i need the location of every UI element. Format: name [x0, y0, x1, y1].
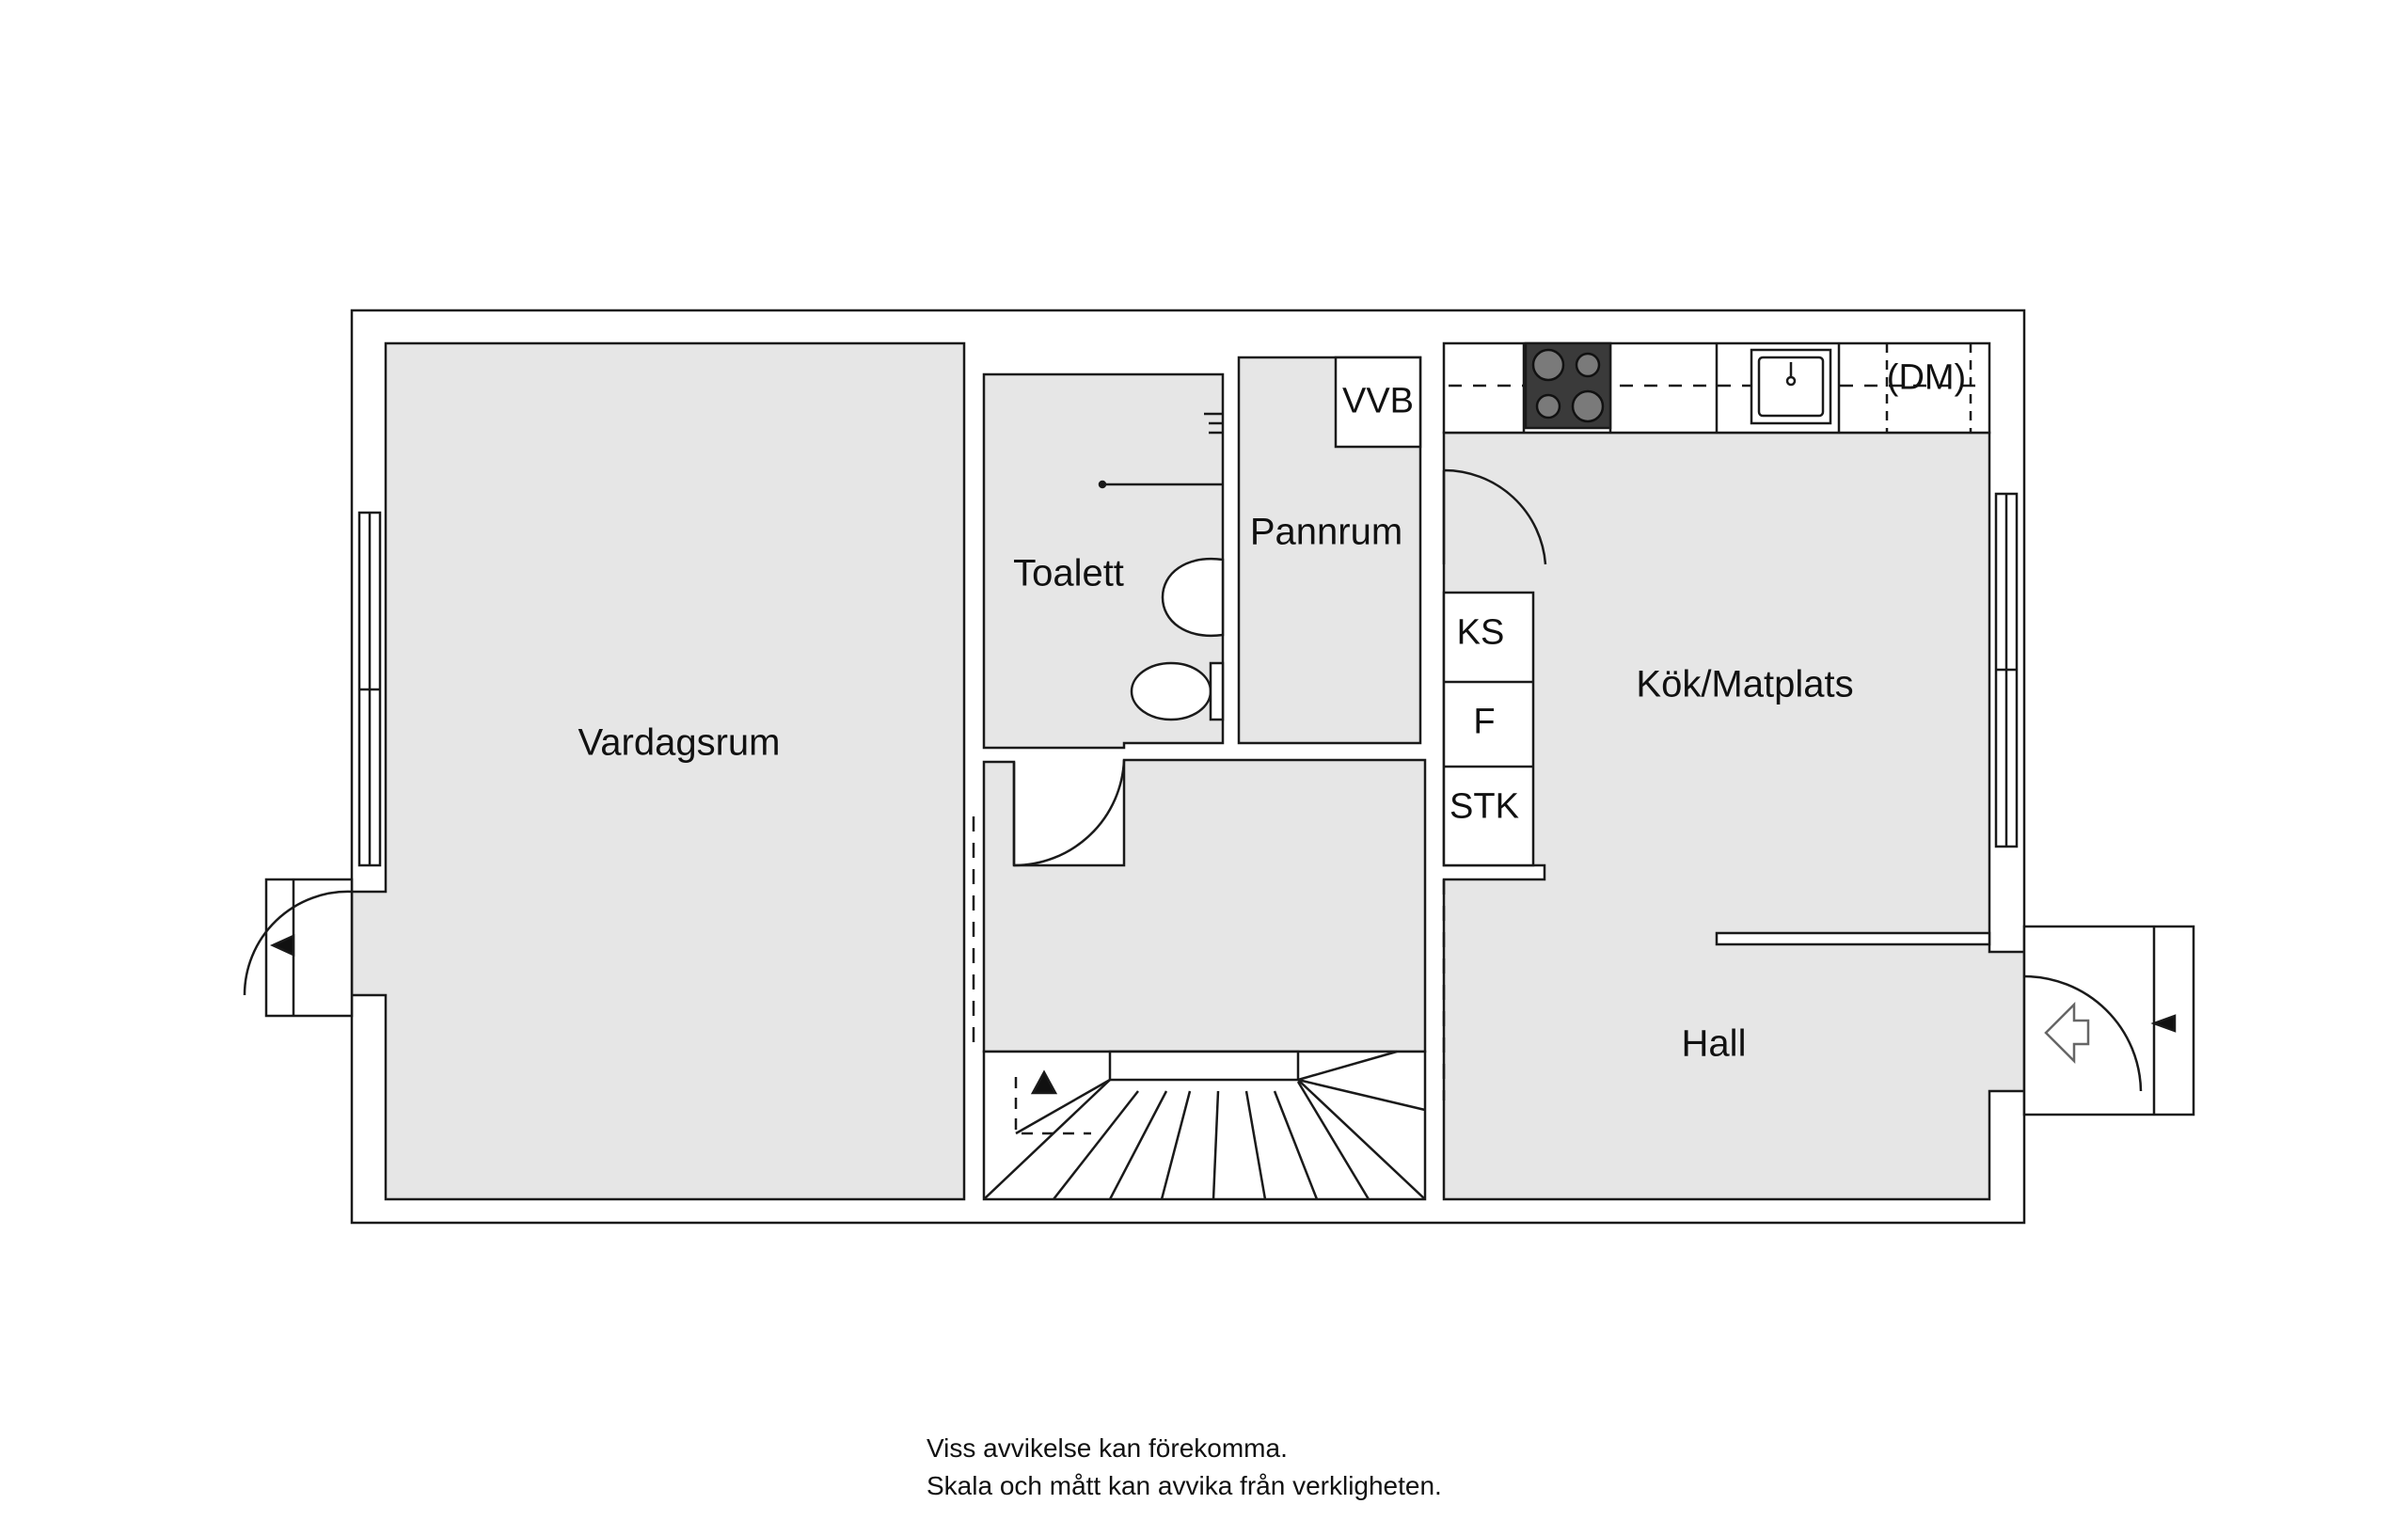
appliance-column [1442, 591, 1535, 867]
room-vardagsrum [350, 341, 966, 1201]
room-toalett [982, 372, 1225, 750]
room-label-kok: Kök/Matplats [1636, 663, 1854, 705]
room-label-vardagsrum: Vardagsrum [578, 721, 781, 764]
stair-arrow-icon [1030, 1069, 1058, 1095]
entrance-arrow-icon [2044, 1001, 2090, 1065]
water-heater [1334, 356, 1422, 449]
room-label-hall: Hall [1681, 1022, 1747, 1065]
fixture-label-f: F [1473, 702, 1496, 742]
door-arrow-right-icon [2150, 1014, 2177, 1033]
fixture-label-vvb: VVB [1341, 381, 1415, 421]
disclaimer-line-1: Viss avvikelse kan förekomma. [927, 1433, 1288, 1463]
fixture-label-ks: KS [1456, 612, 1505, 653]
door-arrow-left-icon [269, 934, 295, 957]
washbasin-icon [1161, 557, 1225, 638]
room-label-pannrum: Pannrum [1249, 511, 1403, 553]
toilet-icon [1130, 661, 1212, 721]
disclaimer: Viss avvikelse kan förekomma. Skala och … [927, 1430, 1442, 1505]
room-label-toalett: Toalett [1013, 552, 1124, 594]
disclaimer-line-2: Skala och mått kan avvika från verklighe… [927, 1471, 1442, 1500]
fixture-label-dm: (DM) [1886, 357, 1967, 398]
room-kok-hall [1442, 431, 2026, 1201]
fixture-label-stk: STK [1450, 786, 1519, 827]
